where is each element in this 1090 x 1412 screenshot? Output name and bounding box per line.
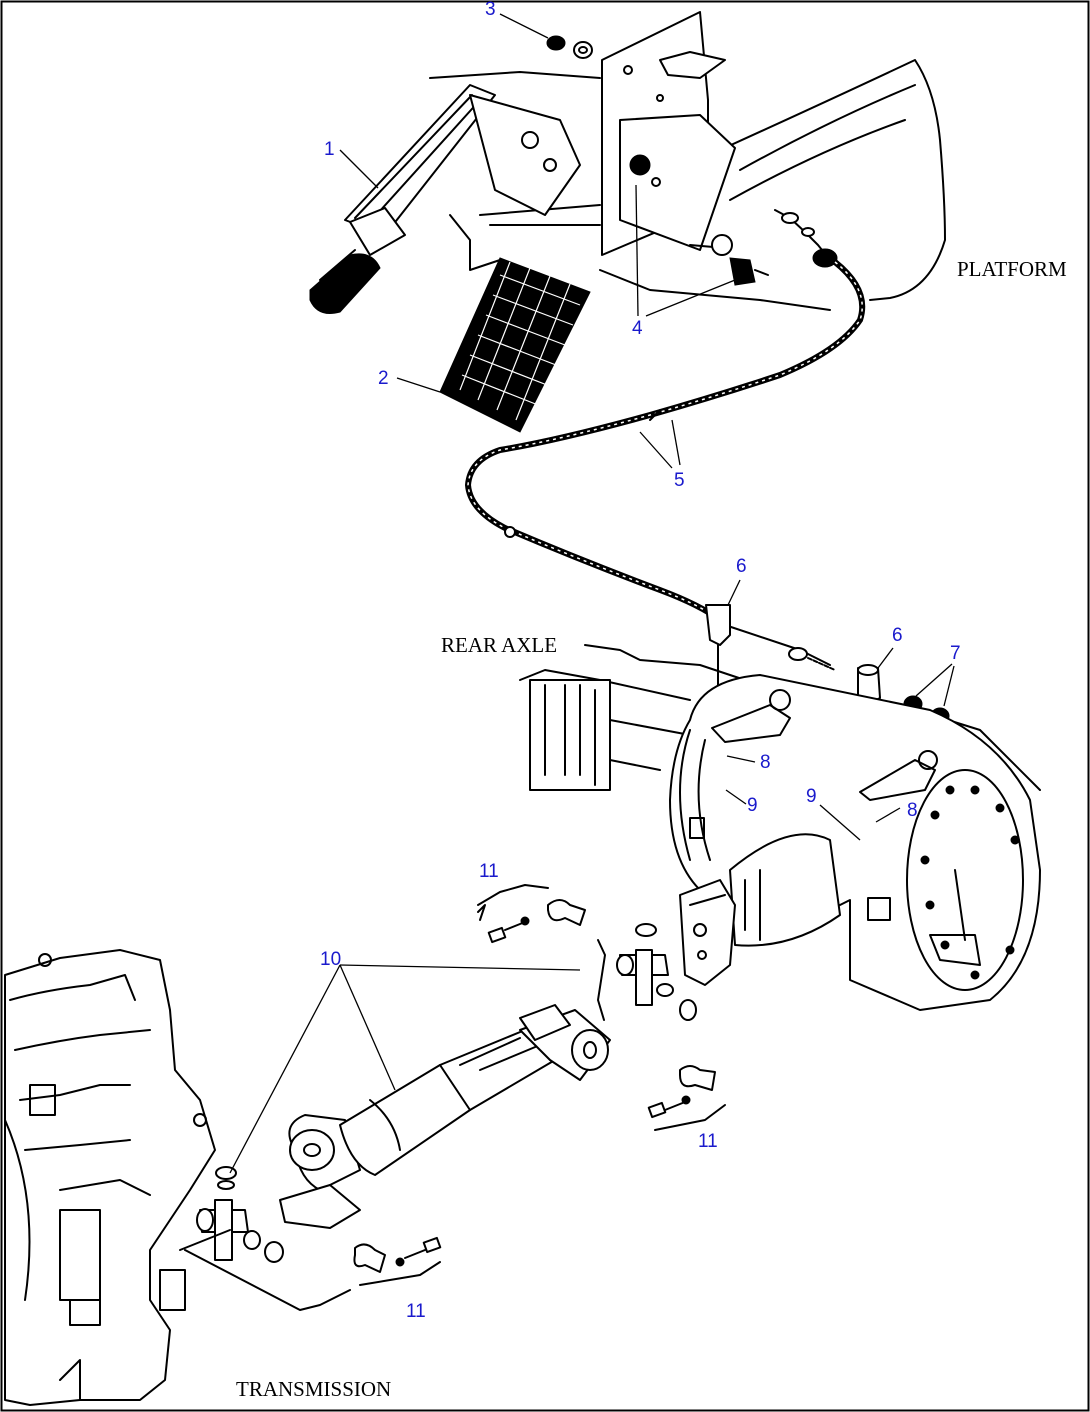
callout-2: 2: [378, 368, 389, 389]
callout-6-right: 6: [892, 625, 903, 646]
callout-4: 4: [632, 318, 643, 339]
callout-11-lower-left: 11: [406, 1301, 426, 1322]
rear-axle: [519, 644, 1041, 1011]
callout-7: 7: [950, 643, 961, 664]
leader-lines: [229, 13, 955, 1174]
bracket-plate: [601, 11, 736, 256]
u-joint-transmission: [196, 1166, 284, 1263]
callout-9-left: 9: [747, 795, 758, 816]
callout-8-right: 8: [907, 800, 918, 821]
callout-5: 5: [674, 470, 685, 491]
callout-1: 1: [324, 139, 335, 160]
callout-10: 10: [320, 949, 341, 970]
transmission: [4, 949, 351, 1406]
bolt-clip-11-upper: [477, 884, 586, 944]
platform-floor: [429, 59, 946, 311]
callout-11-upper: 11: [479, 861, 499, 882]
label-transmission: TRANSMISSION: [236, 1377, 391, 1401]
callout-6-left: 6: [736, 556, 747, 577]
clevis-6: [705, 604, 881, 791]
switch-4: [689, 209, 838, 286]
pedal-2: [439, 257, 591, 433]
nut-washer-3: [546, 35, 593, 59]
label-rear-axle: REAR AXLE: [441, 633, 557, 657]
brace-10-right: [597, 939, 606, 1021]
drive-shaft-10: [279, 1004, 611, 1229]
callout-11-lower-right: 11: [698, 1131, 718, 1152]
lever-1: [309, 84, 581, 314]
callout-9-right: 9: [806, 786, 817, 807]
callout-numbers: 3 1 2 4 5 6 6 7 8 8 9 9 10 11 11 11: [320, 0, 961, 1322]
axle-yoke: [679, 879, 736, 986]
bolt-clip-11-lower-left: [353, 1236, 442, 1286]
u-joint-axle: [616, 923, 697, 1021]
cable-5: [464, 259, 866, 671]
callout-8-left: 8: [760, 752, 771, 773]
callout-3: 3: [485, 0, 496, 20]
label-platform: PLATFORM: [957, 257, 1067, 281]
bolt-clip-11-lower-right: [647, 1065, 726, 1131]
